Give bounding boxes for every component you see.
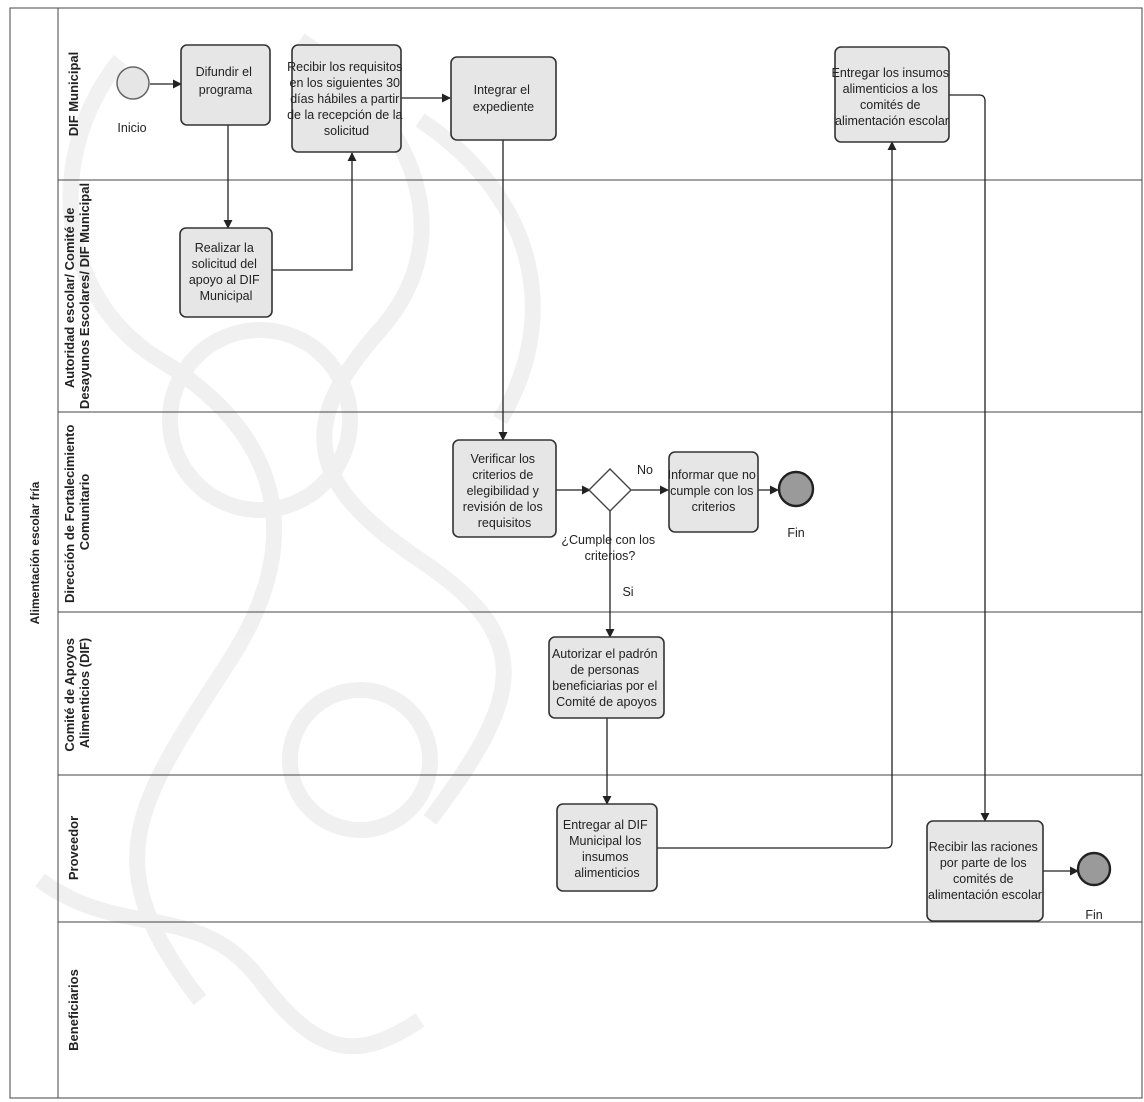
gateway-yes-label: Si: [622, 585, 633, 599]
sequence-flows: [150, 79, 1079, 876]
decision-gateway: [588, 468, 632, 512]
svg-text:Verificar los criterios: Verificar los criterios de elegibilidad …: [463, 452, 546, 530]
lane-label-comite-apoyos: Comité de Apoyos Alimenticios (DIF): [62, 634, 92, 751]
svg-text:Realizar la solicitud de: Realizar la solicitud del apoyo al DIF M…: [189, 241, 263, 303]
svg-text:Recibir los requisitos e: Recibir los requisitos en los siguientes…: [287, 60, 406, 138]
task-informar-no-cumple: Informar que no cumple con los criterios: [668, 451, 760, 533]
task-verificar-criterios: Verificar los criterios de elegibilidad …: [452, 439, 557, 538]
task-entregar-insumos-comites: Entregar los insumos alimenticios a los …: [832, 46, 953, 143]
flow-entregar-dif-to-entregar-comites: [657, 141, 897, 849]
lane-label-dif-municipal: DIF Municipal: [66, 52, 81, 137]
task-difundir: Difundir el programa: [180, 44, 271, 126]
end-event-1: [777, 470, 815, 508]
lane-label-proveedor: Proveedor: [66, 816, 81, 880]
svg-text:Entregar los insumos ali: Entregar los insumos alimenticios a los …: [832, 66, 953, 128]
end-event-2-label: Fin: [1085, 908, 1102, 922]
svg-text:Difundir el programa: Difundir el programa: [196, 65, 256, 97]
end-event-1-label: Fin: [787, 526, 804, 540]
svg-text:Informar que no cumple c: Informar que no cumple con los criterios: [668, 468, 760, 514]
task-recibir-raciones: Recibir las raciones por parte de los co…: [926, 820, 1044, 922]
pool-frame: [9, 7, 1143, 1099]
task-recibir-requisitos: Recibir los requisitos en los siguientes…: [287, 44, 406, 153]
watermark-ornament: [35, 33, 541, 1055]
lane-label-beneficiarios: Beneficiarios: [66, 969, 81, 1051]
gateway-no-label: No: [637, 463, 653, 477]
flow-solicitud-to-recibir: [272, 152, 357, 271]
svg-text:Autorizar el padrón de p: Autorizar el padrón de personas benefici…: [552, 647, 661, 709]
start-event: [116, 66, 150, 100]
task-realizar-solicitud: Realizar la solicitud del apoyo al DIF M…: [179, 227, 273, 318]
svg-text:Entregar al DIF Municipa: Entregar al DIF Municipal los insumos al…: [563, 818, 651, 880]
flow-entregar-comites-to-recibir-raciones: [949, 94, 990, 822]
lane-label-autoridad-escolar: Autoridad escolar/ Comité de Desayunos E…: [62, 183, 92, 409]
pool-label: Alimentación escolar fría: [28, 481, 42, 624]
start-event-label: Inicio: [117, 121, 146, 135]
task-integrar-expediente: Integrar el expediente: [450, 56, 557, 141]
svg-text:Recibir las raciones por: Recibir las raciones por parte de los co…: [928, 840, 1042, 902]
svg-text:Integrar el expediente: Integrar el expediente: [473, 83, 534, 114]
task-entregar-dif-municipal: Entregar al DIF Municipal los insumos al…: [556, 803, 658, 892]
gateway-question-label: ¿Cumple con los criterios?: [561, 533, 658, 563]
lane-label-direccion-fortalecimiento: Dirección de Fortalecimiento Comunitario: [62, 421, 92, 603]
end-event-2: [1076, 851, 1112, 887]
task-autorizar-padron: Autorizar el padrón de personas benefici…: [548, 636, 665, 719]
